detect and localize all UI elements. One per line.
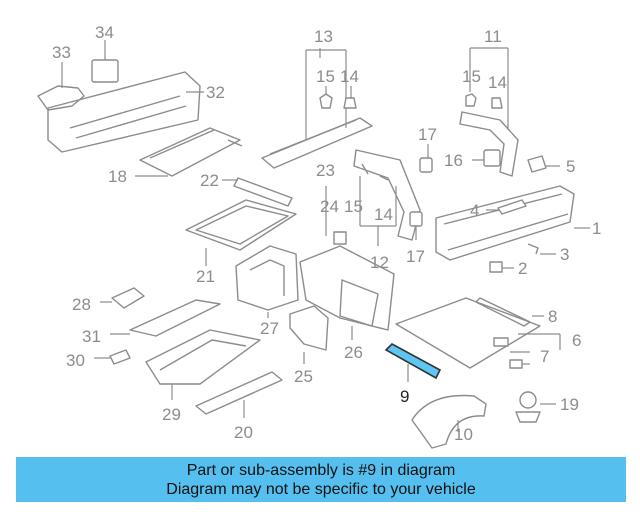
part-29-floor-cover: [145, 329, 261, 400]
callout-10: 10: [454, 425, 473, 444]
part-5-cover: [527, 155, 560, 173]
callout-20: 20: [234, 423, 253, 442]
callout-32: 32: [206, 83, 225, 102]
callout-14a: 14: [340, 67, 359, 86]
callout-34: 34: [95, 23, 114, 42]
callout-12: 12: [370, 253, 389, 272]
part-15-clip: [319, 86, 333, 109]
part-11-pillar-trim: [459, 47, 519, 177]
callout-21: 21: [196, 267, 215, 286]
parts-diagram: 34 33 32 13 15 14 11 15 14 17 16 5 18 22…: [37, 23, 601, 449]
part-25-trim: [289, 305, 329, 364]
callout-15b: 15: [462, 67, 481, 86]
part-27-side-trim: [235, 245, 299, 318]
part-14-15-clips-center: [359, 163, 397, 246]
part-18-shelf: [135, 127, 243, 177]
part-20-rail: [195, 371, 283, 418]
callout-2: 2: [518, 259, 527, 278]
callout-31: 31: [82, 327, 101, 346]
callout-15c: 15: [344, 197, 363, 216]
part-17-clip-lower: [409, 211, 423, 240]
callout-7: 7: [540, 347, 549, 366]
callout-18: 18: [108, 167, 127, 186]
part-32-package-tray: [47, 71, 204, 153]
callout-6: 6: [572, 331, 581, 350]
part-3-clip: [527, 243, 556, 255]
callout-4: 4: [470, 201, 479, 220]
callout-33: 33: [52, 43, 71, 62]
callout-25: 25: [294, 367, 313, 386]
callout-3: 3: [560, 245, 569, 264]
banner-line-1: Part or sub-assembly is #9 in diagram: [186, 462, 456, 479]
callout-26: 26: [344, 343, 363, 362]
part-28-box: [100, 287, 145, 309]
callout-17a: 17: [418, 125, 437, 144]
part-17-clip: [419, 144, 433, 173]
part-33-bracket: [37, 62, 85, 111]
part-10-wheel-arch: [411, 394, 487, 449]
part-8-strip: [475, 297, 544, 327]
callout-14b: 14: [488, 73, 507, 92]
callout-30: 30: [66, 351, 85, 370]
callout-9: 9: [400, 387, 409, 406]
part-4-handle: [486, 199, 527, 215]
callout-24: 24: [320, 197, 339, 216]
part-6-floor-panel: [395, 297, 561, 369]
part-16-clip: [472, 149, 501, 167]
part-22-strip: [222, 177, 293, 207]
part-14-clip: [343, 86, 357, 109]
callout-29: 29: [162, 405, 181, 424]
callout-23: 23: [316, 161, 335, 180]
callout-27: 27: [260, 319, 279, 338]
callout-11: 11: [484, 27, 502, 46]
banner-line-2: Diagram may not be specific to your vehi…: [166, 481, 476, 498]
callout-22: 22: [200, 171, 219, 190]
info-banner: Part or sub-assembly is #9 in diagram Di…: [16, 457, 626, 502]
callout-14c: 14: [374, 205, 393, 224]
callout-8: 8: [548, 307, 557, 326]
callout-13: 13: [314, 27, 333, 46]
part-34-module: [91, 40, 119, 83]
part-30-clip: [94, 349, 131, 365]
callout-28: 28: [72, 295, 91, 314]
callout-15a: 15: [316, 67, 335, 86]
callout-17b: 17: [406, 247, 425, 266]
part-26-side-trim: [299, 245, 395, 340]
part-21-floor-tray: [185, 199, 297, 266]
callout-5: 5: [566, 157, 575, 176]
part-9-sill-plate-highlighted: [384, 343, 442, 382]
part-2-clip: [489, 261, 514, 273]
part-1-rear-panel: [435, 185, 590, 261]
callout-16: 16: [444, 151, 463, 170]
part-15-clip-right: [465, 93, 477, 107]
part-24-clip: [333, 231, 347, 245]
part-13-sill-trim: [261, 48, 373, 169]
part-19-knob: [515, 391, 556, 423]
part-7-clips: [510, 351, 530, 365]
callout-1: 1: [592, 219, 601, 238]
part-31-mat: [110, 299, 221, 337]
part-14-clip-right: [491, 97, 503, 109]
callout-19: 19: [560, 395, 579, 414]
